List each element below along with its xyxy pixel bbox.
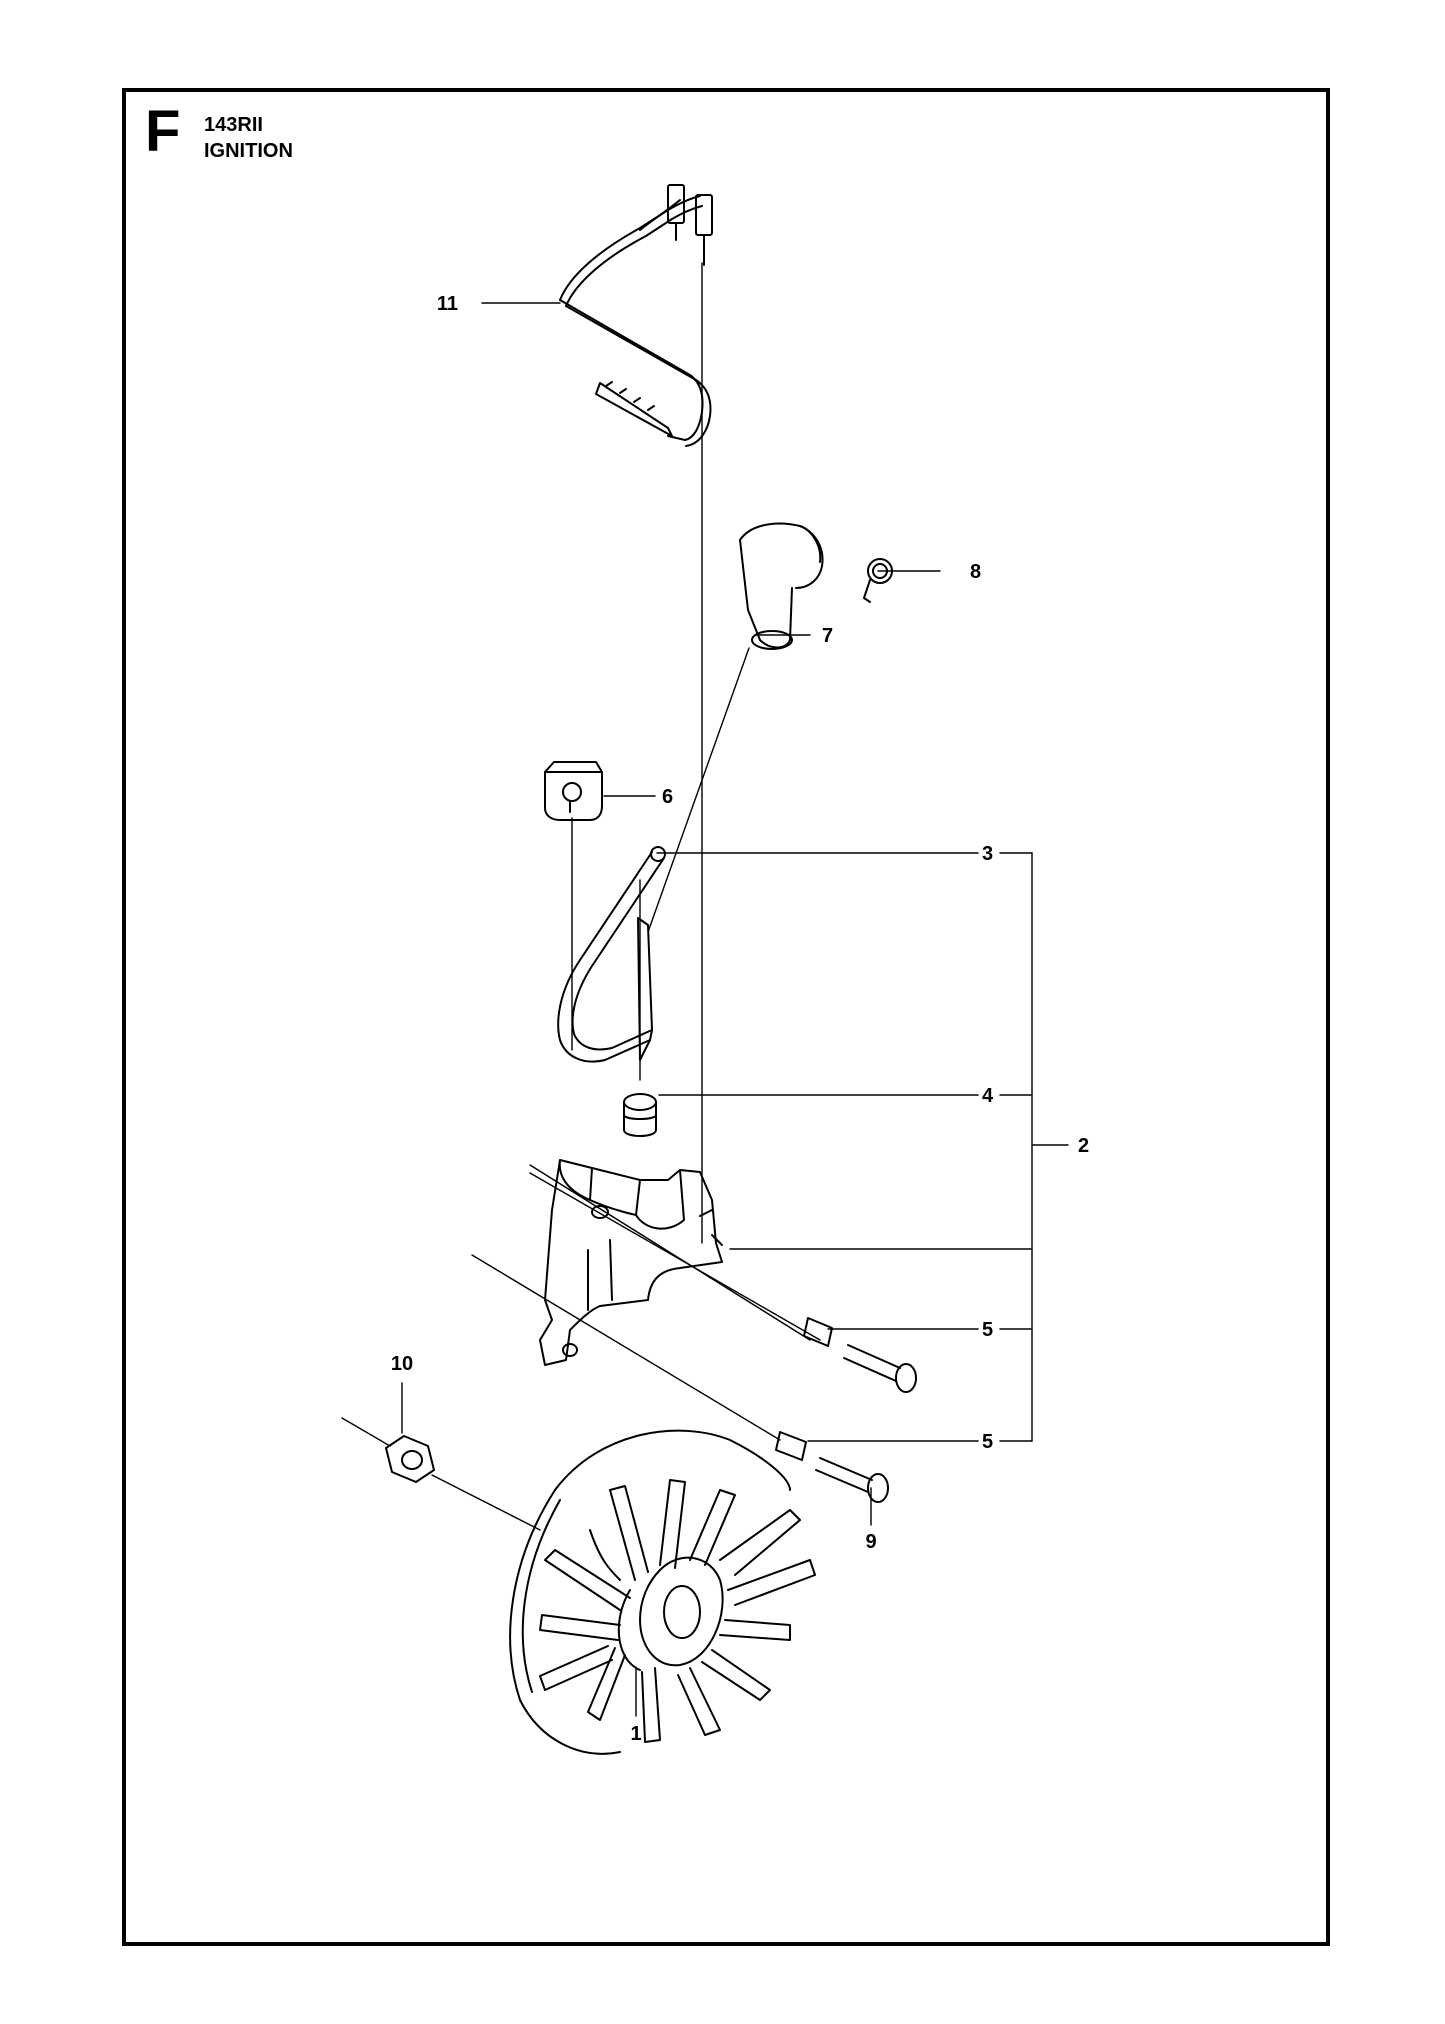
callout-7: 7 [822,625,833,647]
section-letter: F [145,99,181,164]
callout-4: 4 [982,1085,994,1107]
callout-2: 2 [1078,1135,1089,1157]
callout-10: 10 [391,1353,413,1375]
callout-9: 9 [865,1531,876,1553]
callout-11: 11 [437,293,458,315]
part-6-cable-clip [544,761,603,821]
section-title: IGNITION [204,140,293,162]
part-4-grommet [623,1093,657,1137]
part-5-screw-lower [775,1431,889,1503]
callout-6: 6 [662,786,673,808]
part-1-flywheel [509,1429,816,1755]
part-7-spark-plug-cap [739,522,824,650]
callout-1: 1 [630,1723,641,1745]
leader-lines [341,262,1069,1717]
callout-labels: 11 8 7 6 3 4 2 5 10 5 9 1 [391,293,1089,1745]
part-10-nut [385,1435,435,1483]
diagram-frame [122,88,1330,1946]
part-3-ignition-lead [557,846,666,1063]
part-8-spring [863,558,893,603]
callout-5-lower: 5 [982,1431,993,1453]
callout-3: 3 [982,843,993,865]
part-2-ignition-module [539,1159,723,1366]
callout-5-upper: 5 [982,1319,993,1341]
model-number: 143RII [204,114,263,136]
part-5-screw-upper [803,1317,917,1393]
part-11-wire-harness [559,184,713,447]
callout-8: 8 [970,561,981,583]
